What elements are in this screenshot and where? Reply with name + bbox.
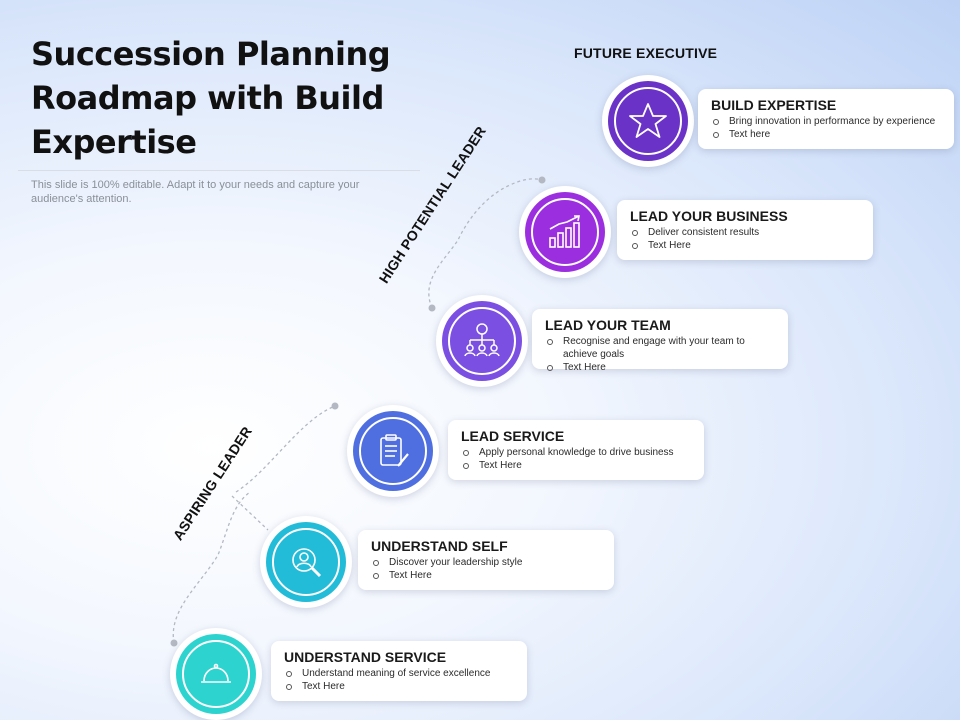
team-hierarchy-icon [464, 323, 500, 357]
step-title: UNDERSTAND SERVICE [284, 649, 447, 665]
growth-chart-icon [549, 215, 580, 248]
clipboard-pen-icon [380, 434, 409, 467]
star-icon [629, 103, 667, 138]
step-bullet: Apply personal knowledge to drive busine… [461, 446, 692, 459]
step-bullet: Text Here [284, 680, 515, 693]
title-divider [18, 170, 420, 171]
step-title: BUILD EXPERTISE [711, 97, 837, 113]
step-circle-lead-service [347, 405, 439, 497]
page-subtitle: This slide is 100% editable. Adapt it to… [31, 179, 360, 205]
step-card-understand-service: UNDERSTAND SERVICE Understand meaning of… [271, 641, 527, 701]
step-circle-understand-service [170, 628, 262, 720]
level-label-future: FUTURE EXECUTIVE [574, 45, 718, 61]
step-bullet: Discover your leadership style [371, 556, 602, 569]
person-search-icon [292, 548, 322, 578]
step-title: LEAD YOUR BUSINESS [630, 208, 788, 224]
step-bullet: Recognise and engage with your team to a… [545, 335, 776, 361]
step-circle-lead-your-business [519, 186, 611, 278]
step-card-understand-self: UNDERSTAND SELF Discover your leadership… [358, 530, 614, 590]
step-title: LEAD SERVICE [461, 428, 565, 444]
step-circle-lead-your-team [436, 295, 528, 387]
step-title: UNDERSTAND SELF [371, 538, 508, 554]
step-bullet: Text Here [371, 569, 602, 582]
step-card-lead-your-team: LEAD YOUR TEAM Recognise and engage with… [532, 309, 788, 373]
step-card-build-expertise: BUILD EXPERTISE Bring innovation in perf… [698, 89, 954, 149]
step-card-lead-your-business: LEAD YOUR BUSINESS Deliver consistent re… [617, 200, 873, 260]
service-bell-icon [201, 663, 231, 683]
step-bullet: Deliver consistent results [630, 226, 861, 239]
step-circle-build-expertise [602, 75, 694, 167]
step-card-lead-service: LEAD SERVICE Apply personal knowledge to… [448, 420, 704, 480]
step-title: LEAD YOUR TEAM [545, 317, 671, 333]
step-bullet: Text here [711, 128, 942, 141]
step-bullet: Bring innovation in performance by exper… [711, 115, 942, 128]
step-bullet: Text Here [630, 239, 861, 252]
step-bullet: Understand meaning of service excellence [284, 667, 515, 680]
step-bullet: Text Here [461, 459, 692, 472]
step-bullet: Text Here [545, 361, 776, 374]
page-title: Succession Planning Roadmap with Build E… [31, 35, 391, 161]
step-circle-understand-self [260, 516, 352, 608]
